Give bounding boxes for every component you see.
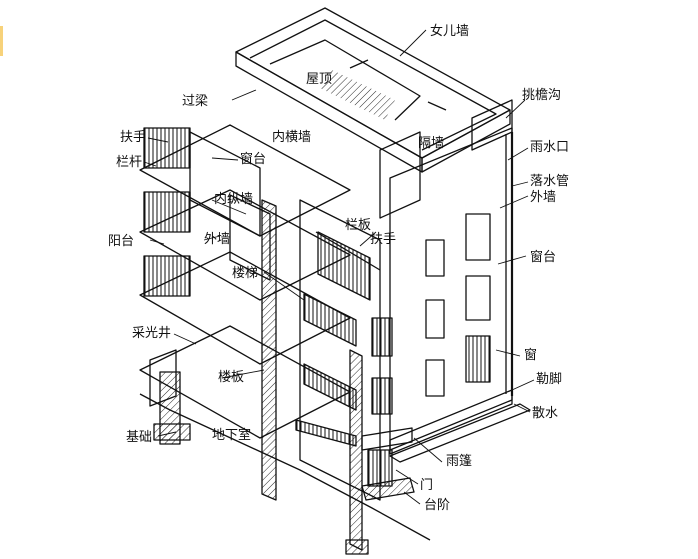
label-window-sill-right: 窗台 [530, 250, 557, 265]
label-inner-long-wall: 内纵墙 [214, 192, 254, 207]
label-railing: 栏杆 [116, 155, 143, 170]
top-floor-slab [139, 124, 351, 237]
label-foundation: 基础 [126, 430, 153, 445]
label-door: 门 [420, 478, 434, 493]
label-steps: 台阶 [424, 498, 451, 513]
label-floor-slab: 楼板 [218, 370, 245, 385]
left-wall-column [261, 199, 277, 501]
label-downpipe: 落水管 [530, 174, 570, 189]
label-window-sill-left: 窗台 [240, 152, 267, 167]
label-outer-wall-right: 外墙 [530, 190, 557, 205]
stair-flight-base [295, 419, 357, 447]
window-r2 [465, 275, 491, 321]
central-column [349, 349, 363, 551]
window-l1 [425, 239, 445, 277]
lightwell-pit [149, 349, 177, 407]
window-r3 [465, 335, 491, 383]
entrance-steps [361, 477, 415, 501]
label-balcony: 阳台 [108, 234, 135, 249]
label-handrail-stair: 扶手 [370, 232, 397, 247]
roof-ridge [269, 39, 421, 121]
label-lightwell: 采光井 [132, 326, 172, 341]
label-stairs: 楼梯 [232, 266, 259, 281]
apron-strip [389, 403, 531, 463]
label-window: 窗 [524, 348, 538, 363]
leader-lines [143, 29, 535, 505]
label-roof: 屋顶 [306, 72, 333, 87]
roof-group [235, 7, 513, 173]
label-plinth: 勒脚 [536, 372, 563, 387]
stair-window-2 [371, 377, 393, 415]
label-inner-cross-wall: 内横墙 [272, 130, 312, 145]
roof-slope-arrow-left [349, 59, 369, 69]
label-handrail-top: 扶手 [120, 130, 147, 145]
label-parapet: 女儿墙 [430, 24, 470, 39]
roof-slope-arrow-right [427, 101, 447, 111]
label-basement: 地下室 [212, 428, 252, 443]
label-outer-wall-left: 外墙 [204, 232, 231, 247]
parapet-inner-line [249, 19, 497, 151]
roof-shadow [320, 70, 395, 120]
entrance-door [367, 449, 393, 487]
label-canopy: 雨篷 [446, 454, 473, 469]
window-l3 [425, 359, 445, 397]
edge-accent-mark [0, 26, 3, 56]
stair-core [295, 199, 381, 551]
stair-handrail [315, 231, 381, 271]
label-apron: 散水 [532, 406, 559, 421]
label-lintel: 过梁 [182, 94, 209, 109]
right-facade [345, 127, 531, 555]
window-r1 [465, 213, 491, 261]
stair-window-1 [371, 317, 393, 357]
stair-flight-mid [303, 293, 357, 347]
label-balustrade: 栏板 [345, 218, 372, 233]
balcony-railing-low [143, 255, 191, 297]
stair-shaft [299, 199, 381, 501]
ground-line-left [139, 393, 431, 541]
balcony-railing-top [143, 127, 191, 169]
label-rain-outlet: 雨水口 [530, 140, 570, 155]
stair-flight-upper [317, 231, 371, 301]
plinth-band [389, 389, 513, 455]
label-eave-gutter: 挑檐沟 [522, 88, 562, 103]
inner-cross-wall [189, 131, 261, 237]
window-l2 [425, 299, 445, 339]
left-wing-floors [139, 124, 431, 541]
stair-flight-low [303, 363, 357, 411]
center-footing [345, 539, 369, 555]
roof-slab-edge-right [421, 109, 511, 173]
balcony-railing-mid [143, 191, 191, 233]
facade-wall [389, 127, 513, 451]
entrance-canopy [361, 427, 413, 451]
partition-wall [379, 131, 421, 219]
label-partition: 隔墙 [418, 136, 445, 151]
foundation-footing [153, 423, 191, 441]
